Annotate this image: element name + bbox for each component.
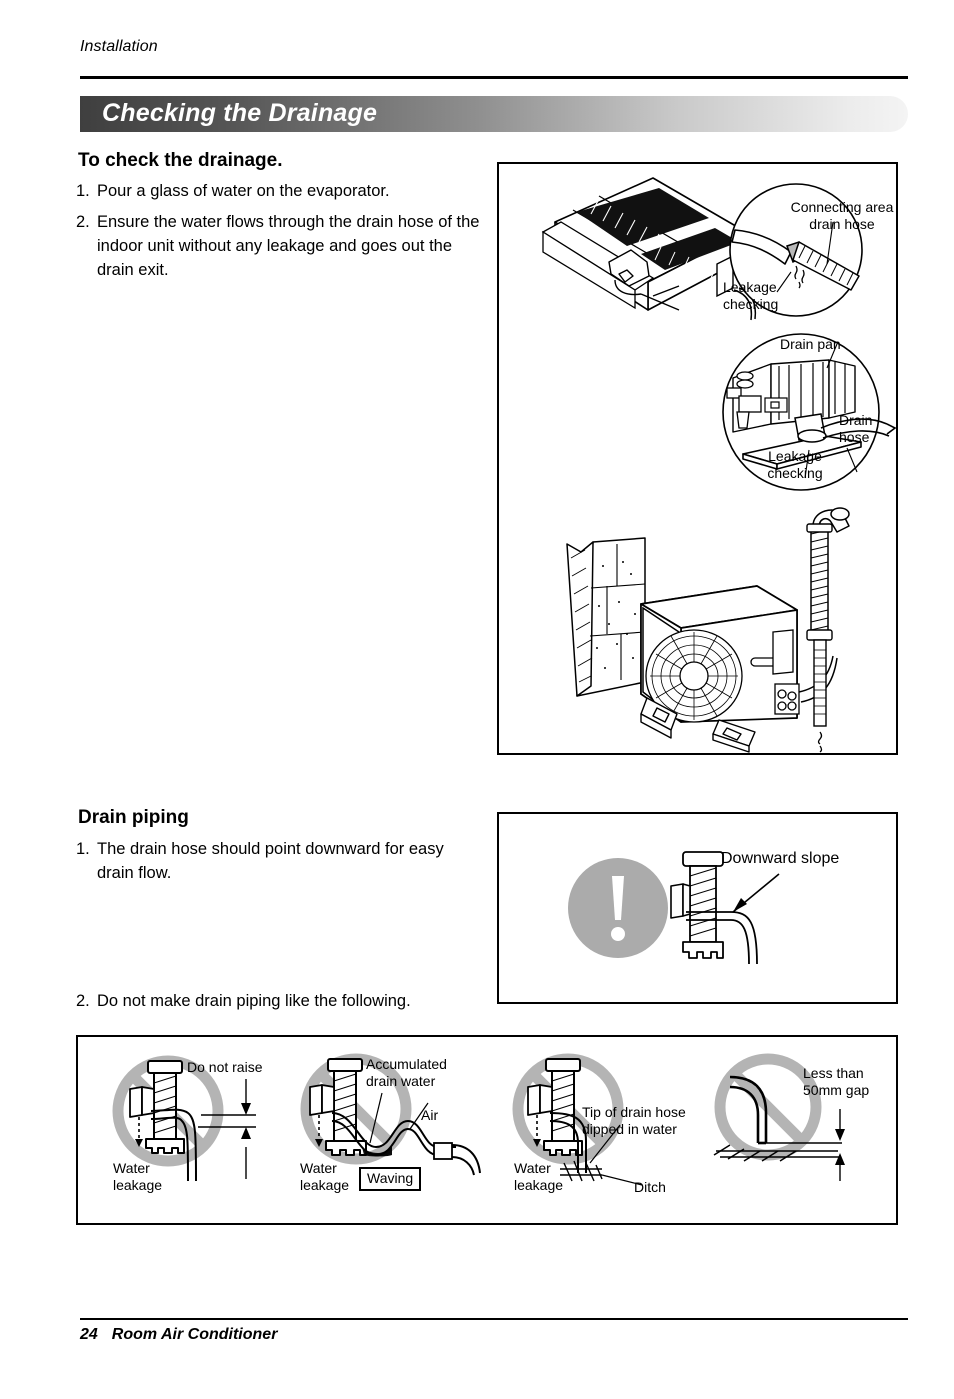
example-less-than-50mm-drawing	[713, 1053, 845, 1181]
label-downward-slope: Downward slope	[721, 850, 840, 867]
exclamation-mark-icon	[568, 858, 668, 958]
bad-drain-piping-examples-box: Do not raise Water leakage	[76, 1035, 898, 1225]
drain-piping-step-1: 1. The drain hose should point downward …	[76, 838, 476, 893]
label-do-not-raise: Do not raise	[187, 1059, 263, 1075]
drain-piping-step-2: 2. Do not make drain piping like the fol…	[76, 990, 496, 1021]
step-text: Pour a glass of water on the evaporator.	[97, 182, 390, 200]
label-water-leakage-3: Water leakage	[514, 1160, 564, 1193]
label-water-leakage-1: Water leakage	[113, 1160, 163, 1193]
example-tip-dipped-drawing	[512, 1053, 643, 1186]
label-drain-hose: Drain hose	[839, 412, 873, 445]
page-header: Installation	[80, 38, 910, 56]
banner-title: Checking the Drainage	[102, 98, 378, 127]
step-number: 2.	[76, 212, 90, 231]
label-waving: Waving	[359, 1167, 422, 1191]
section-label: Installation	[80, 38, 158, 55]
section-banner: Checking the Drainage	[80, 96, 908, 132]
list-item: 1. The drain hose should point downward …	[76, 838, 476, 886]
example-do-not-raise-drawing	[112, 1055, 256, 1182]
step-text: Ensure the water flows through the drain…	[97, 212, 480, 279]
list-item: 1. Pour a glass of water on the evaporat…	[76, 180, 486, 204]
drain-piping-heading: Drain piping	[78, 807, 189, 828]
check-drainage-heading: To check the drainage.	[78, 150, 283, 171]
page-number: 24	[80, 1326, 98, 1343]
product-name: Room Air Conditioner	[111, 1326, 278, 1343]
step-number: 2.	[76, 992, 90, 1010]
label-leakage-checking-top: Leakage checking	[723, 279, 779, 312]
list-item: 2. Ensure the water flows through the dr…	[76, 211, 486, 283]
vertical-drain-hose-drawing	[806, 507, 850, 753]
label-leakage-checking-bottom: Leakage checking	[767, 448, 823, 481]
downward-slope-arrow	[732, 873, 780, 913]
label-water-leakage-2: Water leakage	[300, 1160, 350, 1193]
label-tip-of-drain-hose-dipped: Tip of drain hose dipped in water	[582, 1104, 686, 1137]
check-drainage-steps: 1. Pour a glass of water on the evaporat…	[76, 180, 486, 290]
label-ditch: Ditch	[634, 1179, 666, 1195]
connecting-area-detail-circle	[729, 183, 863, 317]
page-footer: 24 Room Air Conditioner	[80, 1326, 277, 1344]
header-divider	[80, 76, 908, 79]
label-accumulated-drain-water: Accumulated drain water	[366, 1056, 447, 1089]
step-number: 1.	[76, 182, 90, 200]
label-connecting-area-drain-hose: Connecting area drain hose	[790, 199, 894, 232]
outdoor-unit-drawing	[566, 537, 838, 753]
step-text: The drain hose should point downward for…	[97, 840, 444, 882]
drain-pan-detail-circle	[722, 333, 897, 491]
indoor-unit-drawing	[541, 177, 757, 321]
label-drain-pan: Drain pan	[780, 336, 841, 352]
downward-slope-box: Downward slope	[497, 812, 898, 1004]
downward-slope-hose-drawing	[670, 851, 758, 965]
step-number: 1.	[76, 840, 90, 858]
label-air: Air	[421, 1107, 439, 1123]
drainage-check-illustration-box: Connecting area drain hose Leakage check…	[497, 162, 898, 755]
label-less-than-50mm-gap: Less than 50mm gap	[803, 1065, 870, 1098]
list-item: 2. Do not make drain piping like the fol…	[76, 990, 496, 1014]
step-text: Do not make drain piping like the follow…	[97, 992, 411, 1010]
footer-divider	[80, 1318, 908, 1320]
example-waving-drawing	[300, 1053, 481, 1176]
